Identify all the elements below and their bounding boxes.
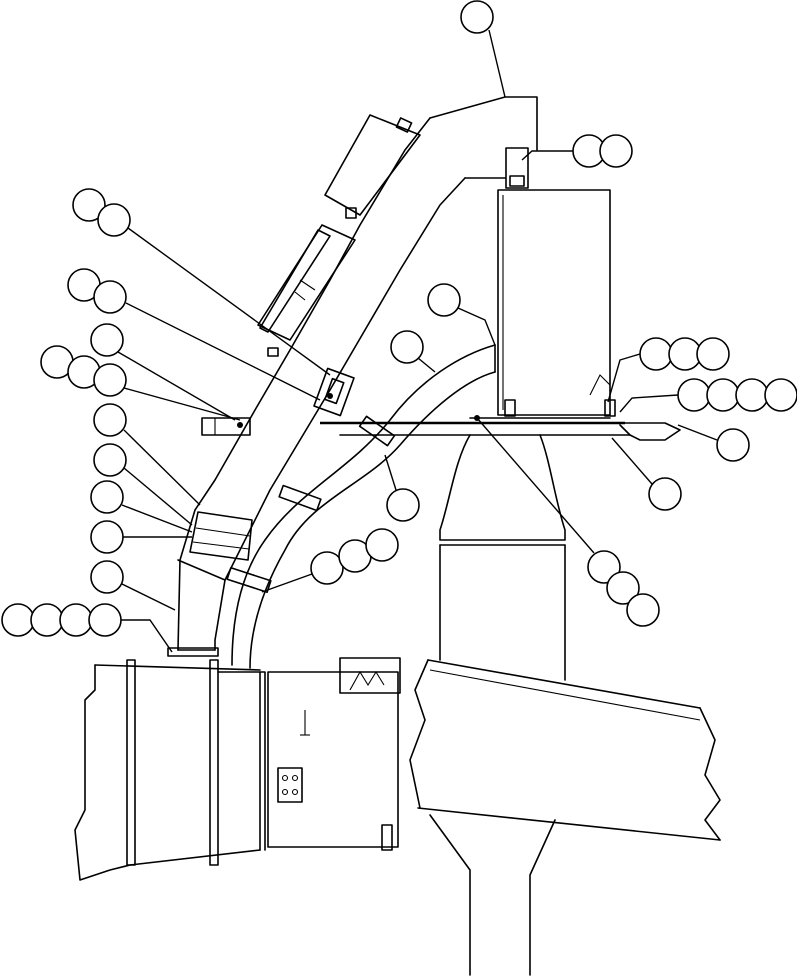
- callout-upper-left-b: [67, 268, 321, 401]
- callout-right-cluster-b: [619, 378, 797, 413]
- callout-left-mount: [40, 345, 241, 421]
- callout-left-clamp-1: [93, 403, 201, 506]
- callout-center-hose-clamp: [384, 454, 420, 522]
- upper-canister: [257, 114, 421, 357]
- callout-left-elbow: [90, 560, 176, 611]
- callout-right-cluster-a: [607, 337, 730, 403]
- callout-right-frame: [677, 424, 750, 462]
- central-column: [429, 434, 566, 976]
- callout-left-clamp-3: [90, 480, 193, 533]
- callout-right-plate: [611, 437, 682, 511]
- callout-right-lower: [476, 417, 660, 627]
- pipe-bracket: [313, 367, 355, 417]
- callout-left-clamp-2: [93, 443, 193, 526]
- callout-center-pipe: [390, 330, 436, 373]
- callout-upper-left-a: [72, 188, 331, 376]
- vertical-stack-box: [497, 147, 611, 416]
- bottom-flange-housing: [74, 647, 401, 881]
- flex-hose: [226, 344, 496, 669]
- support-plate: [201, 399, 681, 441]
- callout-mid-clamp: [261, 528, 399, 593]
- diagonal-exhaust-pipe: [177, 96, 538, 651]
- callout-left-clamp-4: [90, 520, 192, 554]
- lower-beam: [409, 659, 721, 841]
- callout-center-hose: [427, 283, 496, 346]
- callout-upper-right-sensor: [521, 134, 633, 168]
- callout-top-center: [460, 0, 506, 98]
- callout-left-bracket: [90, 323, 236, 421]
- callout-bottom-left-flange: [1, 603, 173, 653]
